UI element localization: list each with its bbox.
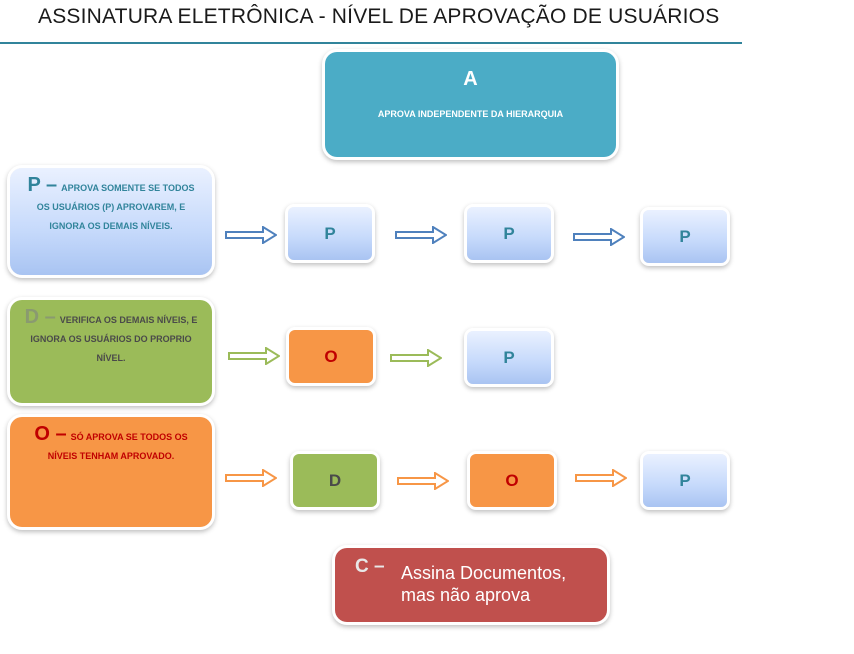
page-title: ASSINATURA ELETRÔNICA - NÍVEL DE APROVAÇ… [38, 5, 720, 28]
level-a-box: A APROVA INDEPENDENTE DA HIERARQUIA [325, 52, 616, 157]
level-d-text: VERIFICA OS DEMAIS NÍVEIS, E IGNORA OS U… [30, 315, 198, 363]
arrow-right-icon [225, 226, 277, 244]
arrow-right-icon [395, 226, 447, 244]
arrow-right-icon [225, 469, 277, 487]
level-box-p: P [467, 207, 551, 260]
level-a-letter: A [463, 68, 478, 90]
level-o-letter: O – [34, 423, 67, 445]
level-p-letter: P – [27, 174, 58, 196]
level-p-text: APROVA SOMENTE SE TODOS OS USUÁRIOS (P) … [36, 183, 195, 231]
arrow-right-icon [390, 349, 442, 367]
level-box-d: D [293, 454, 377, 507]
arrow-right-icon [573, 228, 625, 246]
level-d-letter: D – [24, 306, 56, 328]
title-divider [0, 42, 742, 44]
level-box-o: O [289, 330, 373, 383]
level-o-text: SÓ APROVA SE TODOS OS NÍVEIS TENHAM APRO… [47, 432, 188, 461]
level-box-p: P [467, 331, 551, 384]
level-box-p: P [643, 210, 727, 263]
level-c-box: C – Assina Documentos, mas não aprova [335, 548, 607, 622]
arrow-right-icon [397, 472, 449, 490]
arrow-right-icon [575, 469, 627, 487]
level-p-description: P –APROVA SOMENTE SE TODOS OS USUÁRIOS (… [10, 168, 212, 275]
level-d-description: D –VERIFICA OS DEMAIS NÍVEIS, E IGNORA O… [10, 300, 212, 403]
level-box-o: O [470, 454, 554, 507]
level-o-description: O –SÓ APROVA SE TODOS OS NÍVEIS TENHAM A… [10, 417, 212, 527]
level-a-text: APROVA INDEPENDENTE DA HIERARQUIA [377, 109, 564, 119]
level-c-letter: C – [355, 556, 385, 577]
level-c-text: Assina Documentos, mas não aprova [401, 563, 567, 605]
level-box-p: P [643, 454, 727, 507]
arrow-right-icon [228, 347, 280, 365]
level-box-p: P [288, 207, 372, 260]
